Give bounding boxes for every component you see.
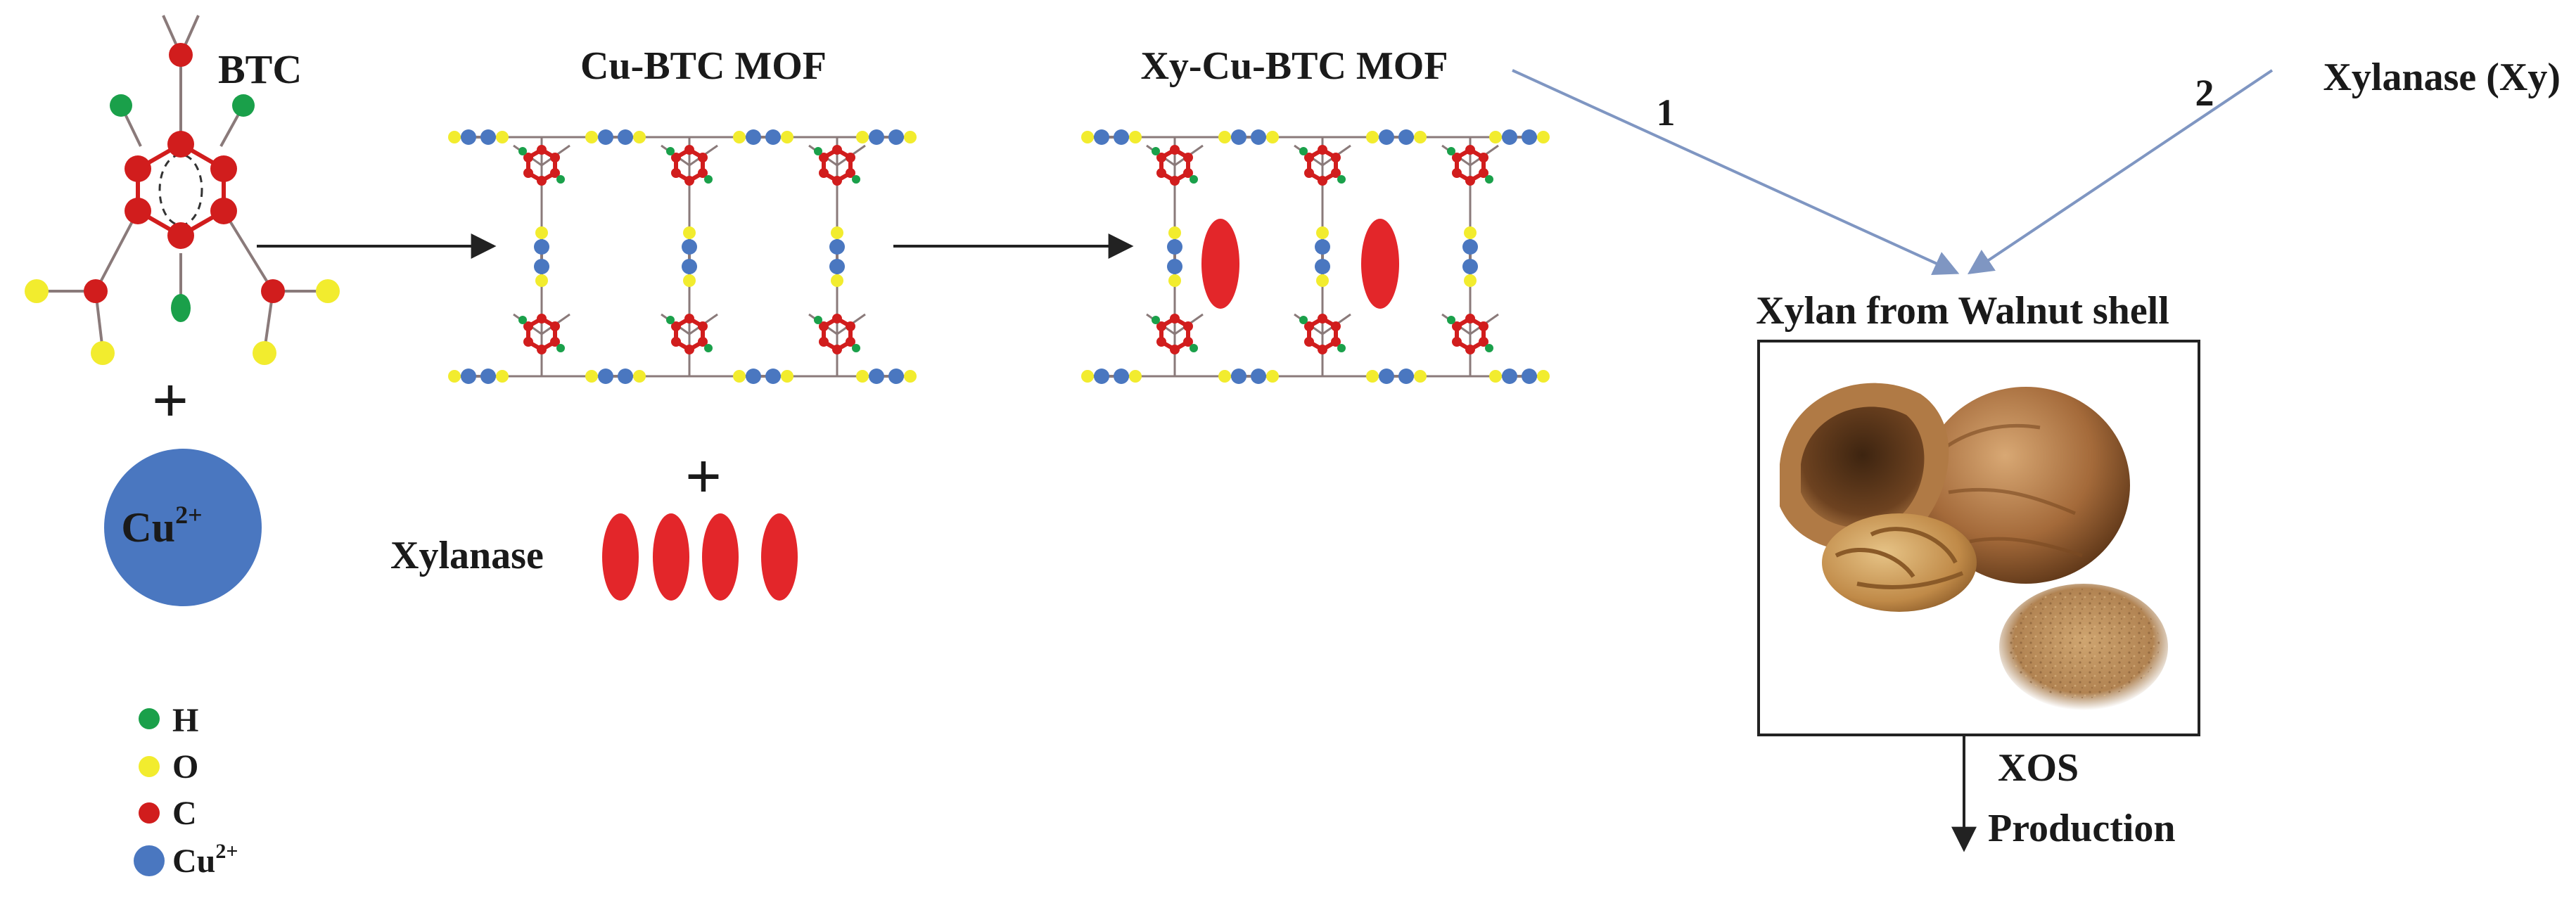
step-2-label: 2 xyxy=(2195,72,2214,114)
cu-ion-label: Cu2+ xyxy=(121,501,202,551)
arrow-path-2 xyxy=(1968,69,2274,275)
legend-swatch-h xyxy=(139,708,160,729)
xos-label: XOS xyxy=(1998,746,2079,790)
cu-btc-mof-structure xyxy=(448,129,917,384)
xylanase-label: Xylanase xyxy=(390,534,544,577)
plus-sign-2: + xyxy=(685,440,722,512)
xylanase-enzymes xyxy=(602,513,798,601)
btc-label: BTC xyxy=(218,46,302,92)
legend-label-c: C xyxy=(172,795,197,832)
legend-swatch-o xyxy=(139,756,160,777)
xy-cu-btc-mof-label: Xy-Cu-BTC MOF xyxy=(1140,44,1448,88)
production-label: Production xyxy=(1988,807,2176,850)
atom-legend: H O C Cu2+ xyxy=(134,702,238,880)
xy-cu-btc-mof-structure xyxy=(1081,129,1550,384)
xylanase-xy-label: Xylanase (Xy) xyxy=(2323,56,2561,99)
legend-label-o: O xyxy=(172,748,198,786)
step-1-label: 1 xyxy=(1657,91,1676,134)
legend-item-c: C xyxy=(139,795,197,832)
legend-item-o: O xyxy=(139,748,198,786)
plus-sign-1: + xyxy=(152,364,189,436)
legend-label-h: H xyxy=(172,702,198,739)
cu-btc-mof-label: Cu-BTC MOF xyxy=(580,44,827,88)
walnut-shell-photo xyxy=(1757,340,2200,736)
xylan-walnut-label: Xylan from Walnut shell xyxy=(1756,289,2169,333)
legend-swatch-cu xyxy=(134,845,165,876)
arrow-path-1 xyxy=(1512,69,1960,275)
legend-swatch-c xyxy=(139,802,160,824)
legend-label-cu: Cu2+ xyxy=(172,840,238,880)
btc-molecule xyxy=(25,15,340,365)
legend-item-cu: Cu2+ xyxy=(134,840,238,880)
legend-item-h: H xyxy=(139,702,198,739)
cu-ion: Cu2+ xyxy=(104,449,262,606)
